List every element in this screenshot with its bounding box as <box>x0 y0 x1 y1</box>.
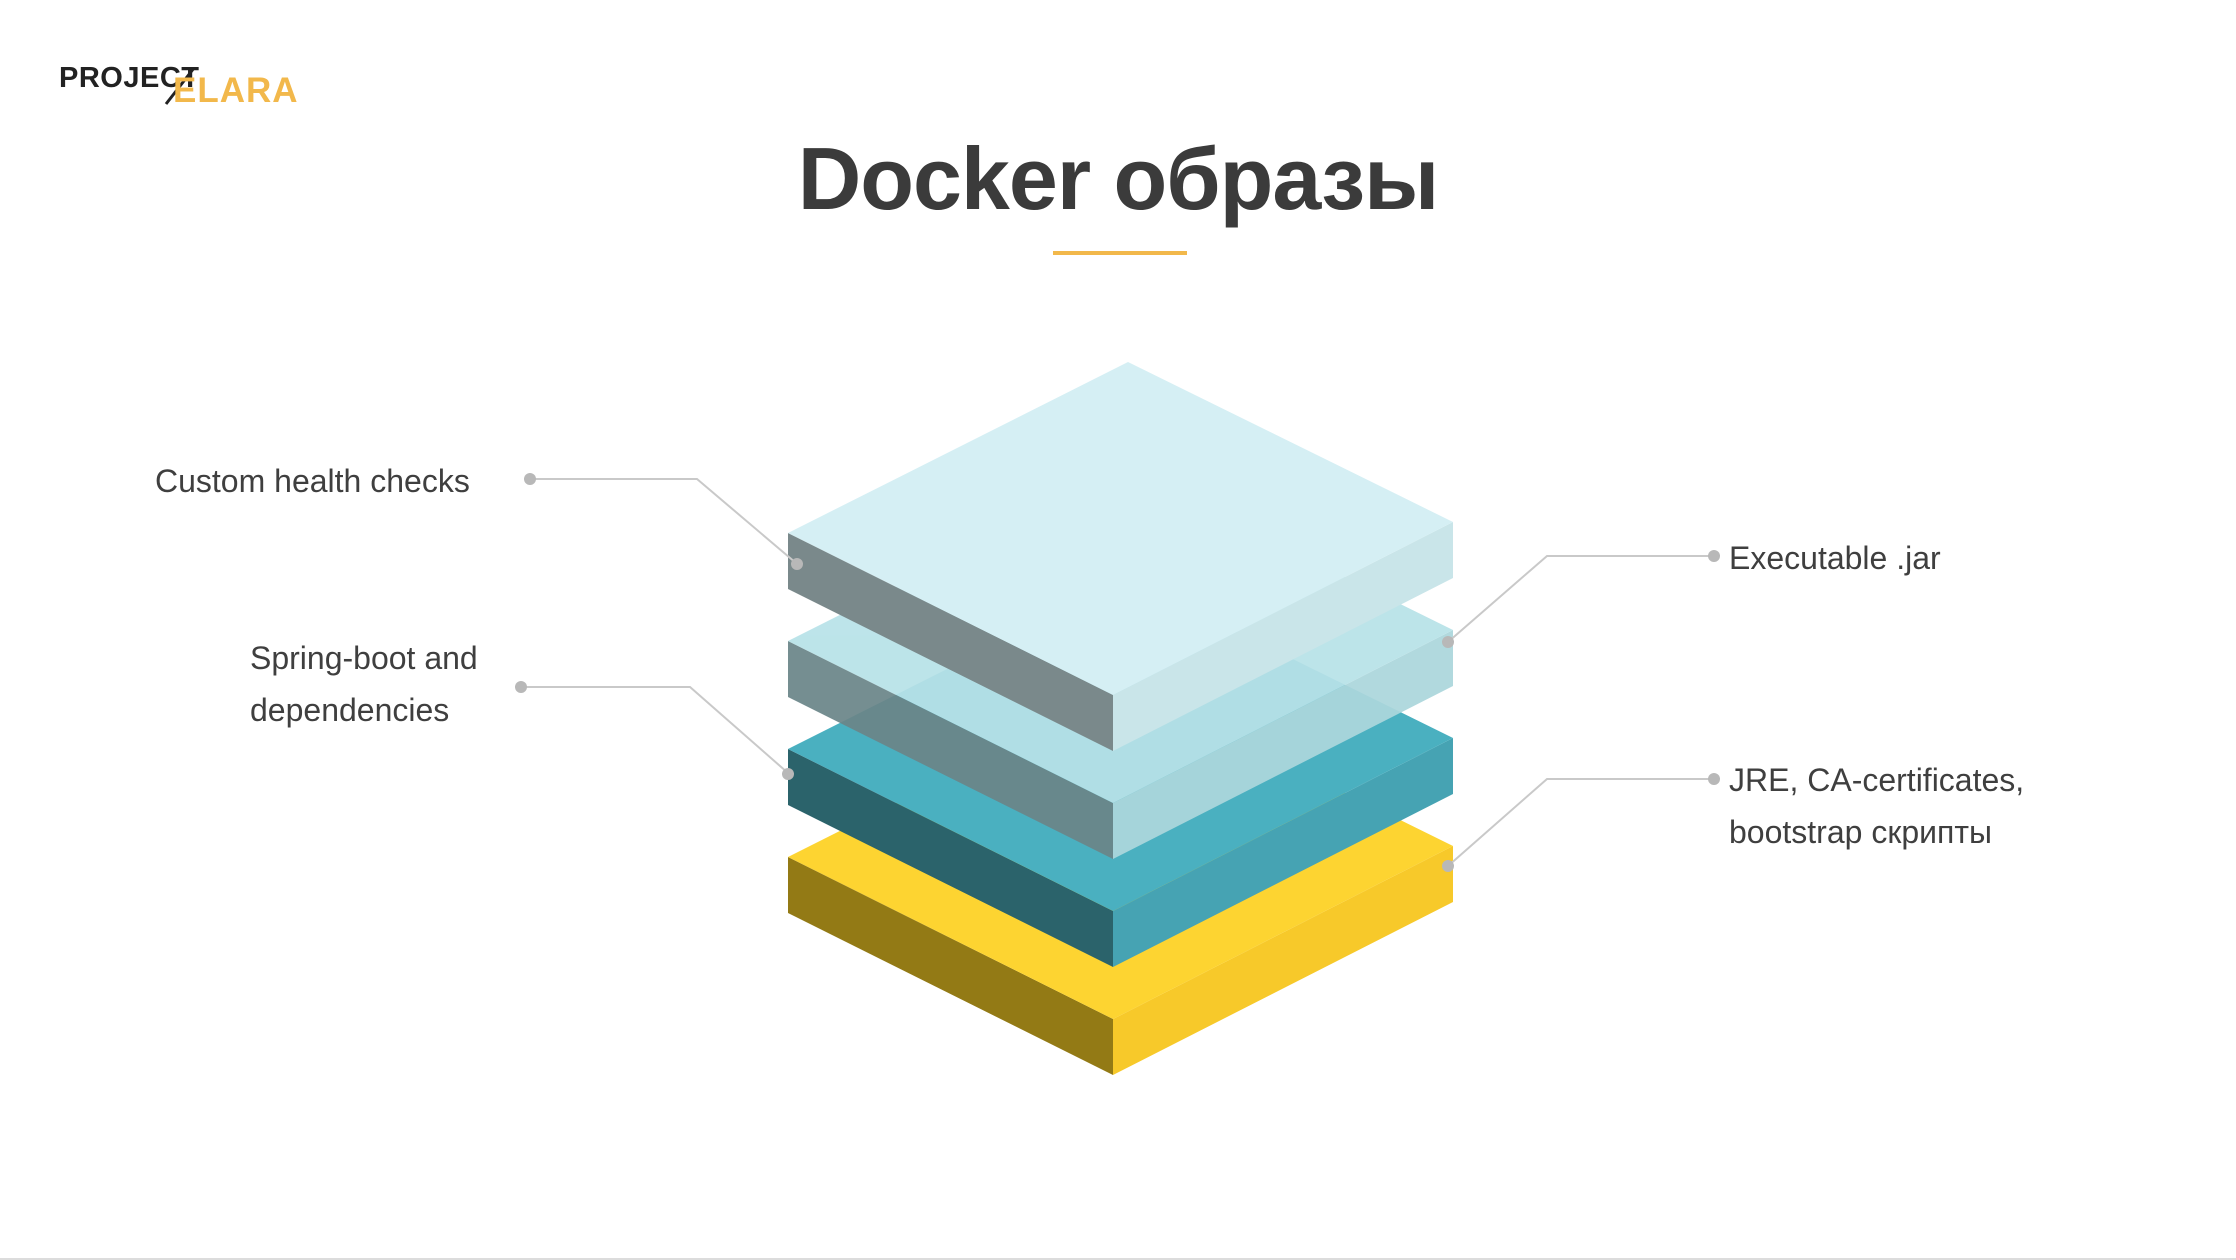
dot-executable-jar-layer <box>1442 636 1454 648</box>
dot-jre-layer <box>1442 860 1454 872</box>
label-custom-health-checks-text: Custom health checks <box>155 463 470 499</box>
layer-jre-right-face <box>1113 738 1453 967</box>
layer-app-left-face <box>788 533 1113 751</box>
layer-dependencies-right-face <box>1113 630 1453 859</box>
dot-jre-label <box>1708 773 1720 785</box>
connectors <box>521 478 1714 867</box>
layer-base-right-face <box>1113 846 1453 1075</box>
label-executable-jar: Executable .jar <box>1729 532 1941 584</box>
dot-custom-health-checks-layer <box>791 558 803 570</box>
bottom-divider <box>0 1258 2236 1260</box>
label-jre-ca-bootstrap: JRE, CA-certificates, bootstrap скрипты <box>1729 754 2024 858</box>
dot-spring-boot-label <box>515 681 527 693</box>
title-underline <box>1053 251 1187 255</box>
connector-custom-health-checks <box>530 478 797 564</box>
layer-base-left-face <box>788 857 1113 1075</box>
label-spring-boot-dependencies: Spring-boot and dependencies <box>250 632 478 736</box>
dot-spring-boot-layer <box>782 768 794 780</box>
dot-custom-health-checks-label <box>524 473 536 485</box>
logo-slash-icon <box>164 67 196 105</box>
connector-executable-jar <box>1447 555 1714 643</box>
layer-app-top-face <box>788 362 1453 695</box>
layer-jre-left-face <box>788 749 1113 967</box>
logo-text-project: PROJECT <box>59 62 200 94</box>
label-jre-line1: JRE, CA-certificates, <box>1729 762 2025 798</box>
logo-text-elara: ELARA <box>173 71 299 110</box>
page-title: Docker образы <box>797 129 1440 228</box>
layer-dependencies-left-face <box>788 641 1113 859</box>
connector-spring-boot <box>521 686 789 774</box>
label-executable-jar-text: Executable .jar <box>1729 540 1941 576</box>
layer-app-right-face <box>1113 522 1453 751</box>
label-jre-line2: bootstrap скрипты <box>1729 814 1992 850</box>
dot-executable-jar-label <box>1708 550 1720 562</box>
label-spring-boot-line2: dependencies <box>250 692 450 728</box>
layer-app <box>788 362 1453 751</box>
label-spring-boot-line1: Spring-boot and <box>250 640 478 676</box>
project-elara-logo: PROJECT ELARA <box>59 60 299 110</box>
connector-jre <box>1447 778 1714 867</box>
label-custom-health-checks: Custom health checks <box>155 455 470 507</box>
connector-dots <box>515 473 1720 872</box>
